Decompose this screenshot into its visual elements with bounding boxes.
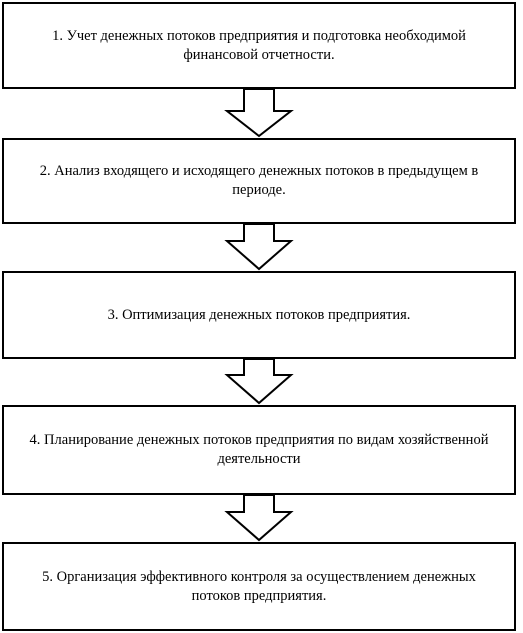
step-4-box: 4. Планирование денежных потоков предпри…	[2, 405, 516, 495]
step-2-box: 2. Анализ входящего и исходящего денежны…	[2, 138, 516, 224]
down-arrow-3	[224, 358, 294, 405]
step-1-text: 1. Учет денежных потоков предприятия и п…	[52, 27, 466, 63]
step-5-text: 5. Организация эффективного контроля за …	[42, 568, 476, 604]
down-arrow-2	[224, 223, 294, 271]
step-5-box: 5. Организация эффективного контроля за …	[2, 542, 516, 631]
step-2-text: 2. Анализ входящего и исходящего денежны…	[39, 163, 479, 198]
step-1-box: 1. Учет денежных потоков предприятия и п…	[2, 2, 516, 89]
down-arrow-4	[224, 494, 294, 542]
down-arrow-1	[224, 88, 294, 138]
step-3-box: 3. Оптимизация денежных потоков предприя…	[2, 271, 516, 359]
step-4-text: 4. Планирование денежных потоков предпри…	[29, 432, 489, 467]
step-3-text: 3. Оптимизация денежных потоков предприя…	[107, 306, 411, 323]
